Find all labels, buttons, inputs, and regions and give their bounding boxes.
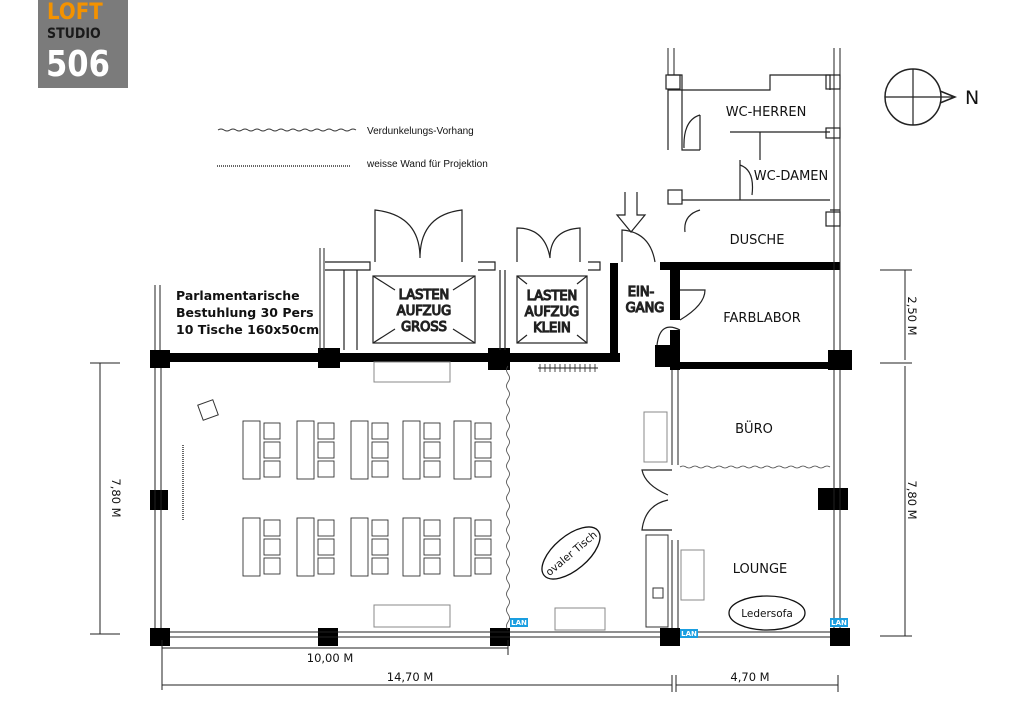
chair bbox=[263, 538, 281, 556]
table bbox=[350, 420, 369, 480]
chair bbox=[474, 557, 492, 575]
dimensions bbox=[90, 269, 912, 692]
curtain-symbol bbox=[217, 128, 357, 132]
chair bbox=[371, 422, 389, 440]
chair bbox=[317, 422, 335, 440]
lift-klein: LASTEN AUFZUG KLEIN bbox=[499, 227, 601, 350]
chair bbox=[371, 441, 389, 459]
table bbox=[242, 420, 261, 480]
logo-number: 506 bbox=[46, 44, 110, 85]
lift-gross: LASTEN AUFZUG GROSS bbox=[325, 209, 496, 350]
logo-loft: LOFT bbox=[47, 0, 103, 25]
compass: N bbox=[884, 68, 979, 126]
chair bbox=[371, 557, 389, 575]
entrance: EIN- GANG bbox=[615, 192, 706, 346]
lan-badge: LAN bbox=[681, 630, 697, 638]
chair bbox=[263, 557, 281, 575]
chair bbox=[317, 460, 335, 478]
tables bbox=[242, 420, 492, 577]
legend-projection-label: weisse Wand für Projektion bbox=[366, 159, 488, 170]
chair bbox=[317, 538, 335, 556]
chair bbox=[474, 538, 492, 556]
lift-gross-label-3: GROSS bbox=[401, 320, 447, 335]
dim-width-right: 4,70 M bbox=[730, 670, 769, 684]
chair bbox=[371, 538, 389, 556]
legend-curtain-label: Verdunkelungs-Vorhang bbox=[367, 126, 474, 137]
room-wc-damen: WC-DAMEN bbox=[754, 169, 828, 184]
compass-north-label: N bbox=[965, 87, 979, 109]
room-lounge: LOUNGE bbox=[733, 562, 788, 577]
table bbox=[296, 517, 315, 577]
eingang-label-1: EIN- bbox=[628, 285, 655, 300]
lift-gross-label-1: LASTEN bbox=[399, 288, 450, 303]
logo: LOFT STUDIO 506 bbox=[38, 0, 128, 88]
chair bbox=[474, 422, 492, 440]
chair bbox=[263, 422, 281, 440]
dim-width-total: 14,70 M bbox=[387, 670, 434, 684]
chair bbox=[423, 441, 441, 459]
window-walls bbox=[154, 48, 841, 638]
chair bbox=[263, 519, 281, 537]
curtains bbox=[182, 364, 831, 631]
seating-note-line3: 10 Tische 160x50cm bbox=[176, 322, 319, 337]
oval-table: ovaler Tisch bbox=[541, 526, 601, 580]
table bbox=[350, 517, 369, 577]
sofa: Ledersofa bbox=[728, 595, 806, 631]
projector bbox=[197, 399, 219, 421]
chair bbox=[474, 460, 492, 478]
room-dusche: DUSCHE bbox=[730, 233, 785, 248]
room-farblabor: FARBLABOR bbox=[723, 311, 801, 326]
dim-left-height: 7,80 M bbox=[109, 478, 123, 517]
sideboard bbox=[373, 604, 451, 628]
table bbox=[402, 420, 421, 480]
room-buero: BÜRO bbox=[735, 420, 773, 437]
chair bbox=[423, 557, 441, 575]
dim-right-lower: 7,80 M bbox=[905, 480, 919, 519]
table bbox=[242, 517, 261, 577]
seating-note: Parlamentarische Bestuhlung 30 Pers 10 T… bbox=[176, 288, 319, 337]
chair bbox=[371, 519, 389, 537]
legend: Verdunkelungs-Vorhang weisse Wand für Pr… bbox=[217, 126, 488, 170]
table bbox=[296, 420, 315, 480]
logo-studio: STUDIO bbox=[47, 26, 101, 42]
chair bbox=[474, 519, 492, 537]
chair bbox=[474, 441, 492, 459]
chair bbox=[423, 460, 441, 478]
table bbox=[402, 517, 421, 577]
sofa-label: Ledersofa bbox=[741, 608, 793, 620]
chair bbox=[317, 519, 335, 537]
lan-badge: LAN bbox=[831, 619, 847, 627]
table bbox=[453, 517, 472, 577]
room-wc-herren: WC-HERREN bbox=[726, 105, 807, 120]
shelf bbox=[643, 411, 668, 463]
chair bbox=[423, 519, 441, 537]
seating-note-line1: Parlamentarische bbox=[176, 288, 300, 303]
sideboard bbox=[373, 361, 451, 383]
kitchen-counter bbox=[645, 534, 669, 628]
shelf bbox=[680, 549, 705, 601]
dim-right-upper: 2,50 M bbox=[905, 296, 919, 335]
chair bbox=[317, 557, 335, 575]
lounge-door bbox=[641, 469, 672, 531]
chair bbox=[423, 422, 441, 440]
chair bbox=[263, 460, 281, 478]
lan-sockets: LAN LAN LAN bbox=[510, 618, 848, 638]
lift-klein-label-2: AUFZUG bbox=[525, 305, 579, 320]
table bbox=[453, 420, 472, 480]
dim-width-10: 10,00 M bbox=[307, 651, 354, 665]
sideboard bbox=[554, 607, 606, 631]
chair bbox=[371, 460, 389, 478]
sanitary-wing bbox=[665, 74, 841, 233]
furniture bbox=[197, 361, 705, 631]
chair bbox=[423, 538, 441, 556]
lift-klein-label-1: LASTEN bbox=[527, 289, 578, 304]
chair bbox=[317, 441, 335, 459]
oval-table-label: ovaler Tisch bbox=[544, 529, 600, 579]
lan-badge: LAN bbox=[511, 619, 527, 627]
lift-gross-label-2: AUFZUG bbox=[397, 304, 451, 319]
lift-klein-label-3: KLEIN bbox=[533, 321, 571, 336]
chair bbox=[263, 441, 281, 459]
seating-note-line2: Bestuhlung 30 Pers bbox=[176, 305, 314, 320]
eingang-label-2: GANG bbox=[626, 301, 665, 316]
